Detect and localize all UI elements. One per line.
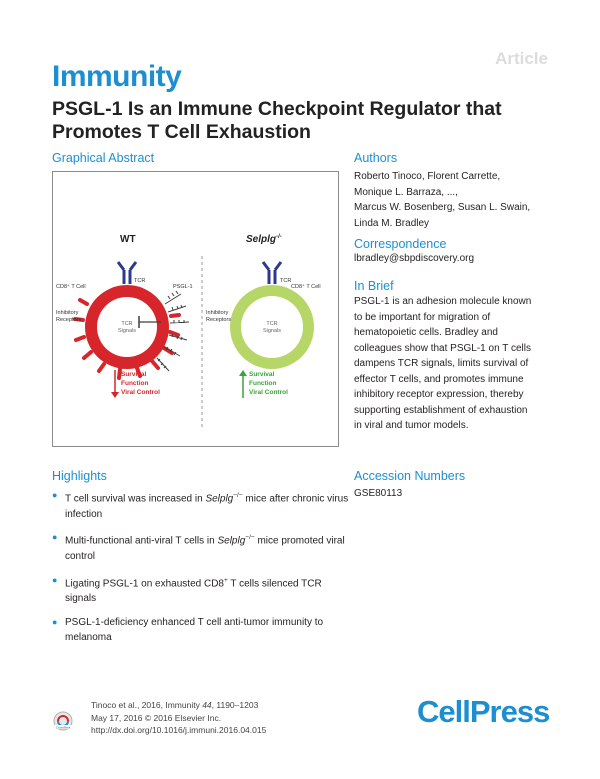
down-arrow-icon	[111, 392, 119, 398]
correspondence-heading: Correspondence	[354, 237, 447, 251]
psgl-1-receptors	[156, 290, 190, 372]
bullet-icon: ●	[52, 616, 58, 627]
ko-inhibitory-label-2: Receptors	[206, 317, 231, 323]
wt-cd8-label: CD8⁺ T Cell	[56, 283, 86, 290]
highlight-item: ●T cell survival was increased in Selplg…	[52, 490, 349, 520]
ko-cell-interior	[241, 296, 303, 358]
ko-tcr-signals-2: Signals	[263, 328, 281, 334]
authors-heading: Authors	[354, 151, 398, 165]
ko-tcr-signals-1: TCR	[266, 321, 277, 327]
highlights-heading: Highlights	[52, 469, 107, 483]
wt-inhibitory-label-2: Receptors	[56, 317, 81, 323]
ko-tcr-label: TCR	[280, 278, 291, 284]
accession-heading: Accession Numbers	[354, 469, 466, 483]
bullet-icon: ●	[52, 490, 58, 500]
wt-outcome-viral-control: Viral Control	[121, 389, 160, 396]
cellpress-logo: CellPress	[417, 694, 550, 729]
correspondence-email[interactable]: lbradley@sbpdiscovery.org	[354, 253, 475, 264]
highlights-list: ●T cell survival was increased in Selplg…	[52, 488, 352, 654]
ko-outcome: Survival Function Viral Control	[239, 370, 288, 398]
doi-link[interactable]: http://dx.doi.org/10.1016/j.immuni.2016.…	[91, 725, 267, 735]
wt-label: WT	[120, 234, 136, 245]
graphical-abstract-heading: Graphical Abstract	[52, 151, 155, 165]
author-line: Linda M. Bradley	[354, 217, 430, 229]
highlight-item: ●PSGL-1-deficiency enhanced T cell anti-…	[52, 616, 324, 644]
wt-outcome-function: Function	[121, 380, 148, 387]
highlight-item: ●Multi-functional anti-viral T cells in …	[52, 532, 345, 563]
citation-line: Tinoco et al., 2016, Immunity 44, 1190–1…	[91, 700, 259, 710]
graphical-abstract-figure: WT Selplg-/-	[52, 171, 339, 447]
wt-outcome-survival: Survival	[121, 371, 146, 378]
author-line: Roberto Tinoco, Florent Carrette,	[354, 171, 501, 182]
ko-outcome-function: Function	[249, 380, 276, 387]
svg-text:CrossMark: CrossMark	[56, 726, 71, 730]
ko-cell: TCR Signals	[230, 261, 314, 369]
author-line: Monique L. Barraza, ...,	[354, 186, 458, 198]
in-brief-heading: In Brief	[354, 279, 394, 293]
crossmark-icon[interactable]: CrossMark	[52, 710, 74, 732]
wt-outcome: Survival Function Viral Control	[111, 370, 160, 398]
citation-block: Tinoco et al., 2016, Immunity 44, 1190–1…	[91, 699, 266, 737]
ko-label: Selplg-/-	[246, 234, 282, 245]
ko-tcr-icon	[261, 261, 283, 284]
wt-tcr-label: TCR	[134, 278, 145, 284]
wt-tcr-signals-2: Signals	[118, 328, 136, 334]
ko-outcome-survival: Survival	[249, 371, 274, 378]
bullet-icon: ●	[52, 574, 58, 585]
up-arrow-icon	[239, 370, 247, 376]
date-copyright-line: May 17, 2016 © 2016 Elsevier Inc.	[91, 712, 222, 723]
wt-inhibitory-label-1: Inhibitory	[56, 310, 79, 316]
in-brief-text: PSGL-1 is an adhesion molecule known to …	[354, 296, 532, 431]
wt-tcr-signals-1: TCR	[121, 321, 132, 327]
wt-inhibitory-receptors	[73, 298, 181, 380]
authors-list: Roberto Tinoco, Florent Carrette, Moniqu…	[354, 169, 554, 231]
ko-outcome-viral-control: Viral Control	[249, 389, 288, 396]
article-type-label: Article	[495, 49, 548, 68]
wt-cell-interior	[97, 297, 157, 357]
paper-title: PSGL-1 Is an Immune Checkpoint Regulator…	[52, 98, 502, 143]
highlight-item: ●Ligating PSGL-1 on exhausted CD8+ T cel…	[52, 574, 322, 605]
wt-psgl-label: PSGL-1	[173, 284, 193, 290]
journal-name: Immunity	[52, 60, 182, 93]
bullet-icon: ●	[52, 532, 58, 543]
wt-cell: TCR Signals	[73, 261, 190, 380]
ko-cd8-label: CD8⁺ T Cell	[291, 283, 321, 290]
wt-tcr-icon	[116, 261, 138, 284]
accession-number[interactable]: GSE80113	[354, 488, 403, 499]
graphical-abstract-svg: WT Selplg-/-	[56, 234, 321, 428]
ko-inhibitory-label-1: Inhibitory	[206, 310, 229, 316]
author-line: Marcus W. Bosenberg, Susan L. Swain,	[354, 202, 531, 213]
